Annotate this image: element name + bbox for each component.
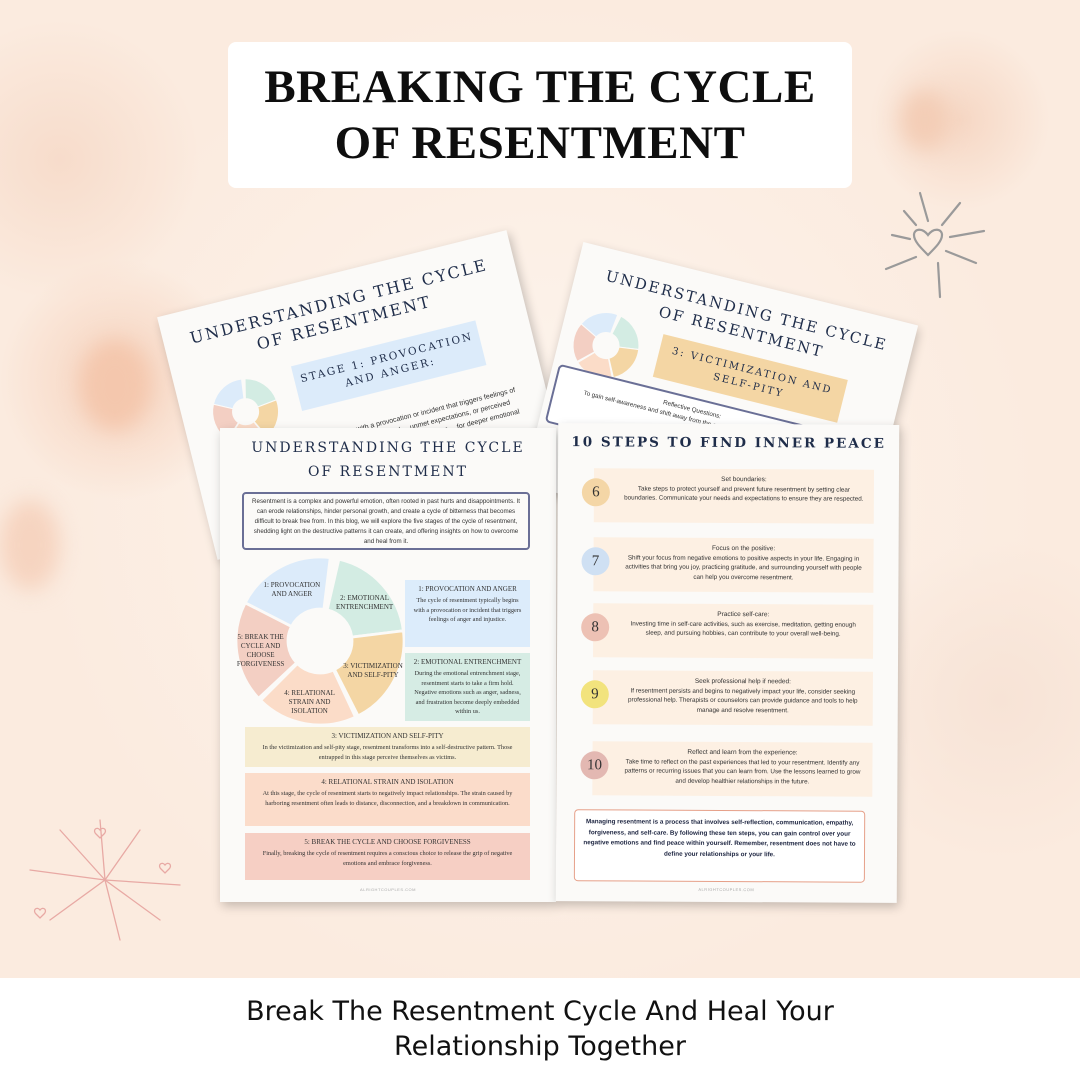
wheel-segment-3 xyxy=(332,629,406,718)
wheel-segment-1 xyxy=(243,556,332,629)
caption-band: Break The Resentment Cycle And Heal Your… xyxy=(0,978,1080,1080)
page-understanding-cycle: UNDERSTANDING THE CYCLE OF RESENTMENT Re… xyxy=(220,428,556,902)
stage-box-2: 2: EMOTIONAL ENTRENCHMENT During the emot… xyxy=(405,653,530,721)
step-text: Take steps to protect yourself and preve… xyxy=(624,485,864,503)
step-text: Shift your focus from negative emotions … xyxy=(625,553,862,581)
heart-sun-icon xyxy=(884,191,986,299)
firework-doodle-icon xyxy=(29,819,181,941)
step-item-6: 6 Set boundaries: Take steps to protect … xyxy=(581,468,875,524)
wheel-label-2: 2: EMOTIONAL ENTRENCHMENT xyxy=(335,593,394,611)
background-blob xyxy=(900,90,950,150)
step-number-badge: 8 xyxy=(581,613,610,642)
intro-box: Resentment is a complex and powerful emo… xyxy=(242,492,530,550)
wheel-label-4: 4: RELATIONAL STRAIN AND ISOLATION xyxy=(284,688,335,715)
wheel-label-container: 2: EMOTIONAL ENTRENCHMENT xyxy=(335,593,394,611)
wheel-label-container: 1: PROVOCATION AND ANGER xyxy=(263,581,321,599)
main-title: BREAKING THE CYCLE OF RESENTMENT xyxy=(264,61,816,169)
page-footer: ALRIGHTCOUPLES.COM xyxy=(698,886,755,893)
background-blob xyxy=(0,500,60,590)
step-text: Take time to reflect on the past experie… xyxy=(624,757,861,785)
stage-box-5: 5: BREAK THE CYCLE AND CHOOSE FORGIVENES… xyxy=(245,833,530,880)
wheel-segment-2 xyxy=(325,557,405,639)
stage-heading: 1: PROVOCATION AND ANGER xyxy=(418,585,517,593)
wheel-segment-1 xyxy=(212,378,245,410)
step-number-badge: 7 xyxy=(581,547,610,576)
page-ten-steps: 10 STEPS TO FIND INNER PEACE 6 Set bound… xyxy=(555,423,900,903)
cycle-wheel: 1: PROVOCATION AND ANGER 2: EMOTIONAL ENT… xyxy=(234,556,406,726)
stage-box-3: 3: VICTIMIZATION AND SELF-PITY In the vic… xyxy=(245,727,530,767)
background-blob xyxy=(80,340,150,430)
stage-text: During the emotional entrenchment stage,… xyxy=(414,670,521,715)
wheel-label-1: 1: PROVOCATION AND ANGER xyxy=(263,581,321,599)
step-item-8: 8 Practice self-care: Investing time in … xyxy=(581,603,874,659)
wheel-segment-5 xyxy=(234,600,299,701)
wheel-label-5: 5: BREAK THE CYCLE AND CHOOSE FORGIVENES… xyxy=(236,633,285,669)
conclusion-box: Managing resentment is a process that in… xyxy=(573,809,866,883)
step-number-badge: 6 xyxy=(581,478,610,507)
step-item-7: 7 Focus on the positive: Shift your focu… xyxy=(581,537,874,593)
step-number-badge: 9 xyxy=(580,680,609,709)
wheel-label-container: 5: BREAK THE CYCLE AND CHOOSE FORGIVENES… xyxy=(236,633,285,669)
stage-text: The cycle of resentment typically begins… xyxy=(413,597,522,623)
wheel-segment-1 xyxy=(580,312,619,338)
step-number-badge: 10 xyxy=(580,751,609,780)
page-title: UNDERSTANDING THE CYCLE OF RESENTMENT xyxy=(251,440,525,480)
stage-box-4: 4: RELATIONAL STRAIN AND ISOLATION At thi… xyxy=(245,773,530,826)
title-banner: BREAKING THE CYCLE OF RESENTMENT xyxy=(228,42,852,188)
stage-heading: 5: BREAK THE CYCLE AND CHOOSE FORGIVENES… xyxy=(304,838,471,846)
wheel-label-3: 3: VICTIMIZATION AND SELF-PITY xyxy=(343,662,403,680)
stage-heading: 3: VICTIMIZATION AND SELF-PITY xyxy=(331,732,444,740)
wheel-label-container: 3: VICTIMIZATION AND SELF-PITY xyxy=(343,662,403,680)
page-preview-stage-3: UNDERSTANDING THE CYCLE OF RESENTMENT 3:… xyxy=(522,241,919,569)
stage-box-1: 1: PROVOCATION AND ANGER The cycle of res… xyxy=(405,580,530,647)
step-text: If resentment persists and begins to neg… xyxy=(628,686,858,714)
caption-text: Break The Resentment Cycle And Heal Your… xyxy=(246,996,834,1062)
wheel-segment-4 xyxy=(258,661,358,726)
stage-text: Finally, breaking the cycle of resentmen… xyxy=(262,850,513,867)
stage-heading: 2: EMOTIONAL ENTRENCHMENT xyxy=(413,658,522,666)
step-item-10: 10 Reflect and learn from the experience… xyxy=(580,741,873,797)
stage-heading: 4: RELATIONAL STRAIN AND ISOLATION xyxy=(321,778,454,786)
page-title: 10 STEPS TO FIND INNER PEACE xyxy=(571,434,886,452)
stage-text: At this stage, the cycle of resentment s… xyxy=(262,790,513,807)
intro-text: Resentment is a complex and powerful emo… xyxy=(252,498,520,545)
page-footer: ALRIGHTCOUPLES.COM xyxy=(360,887,416,892)
conclusion-text: Managing resentment is a process that in… xyxy=(583,818,856,858)
wheel-label-container: 4: RELATIONAL STRAIN AND ISOLATION xyxy=(284,688,335,715)
step-item-9: 9 Seek professional help if needed: If r… xyxy=(580,670,873,726)
stage-text: In the victimization and self-pity stage… xyxy=(262,744,513,761)
wheel-segment-5 xyxy=(572,323,597,363)
step-text: Investing time in self-care activities, … xyxy=(630,619,856,638)
